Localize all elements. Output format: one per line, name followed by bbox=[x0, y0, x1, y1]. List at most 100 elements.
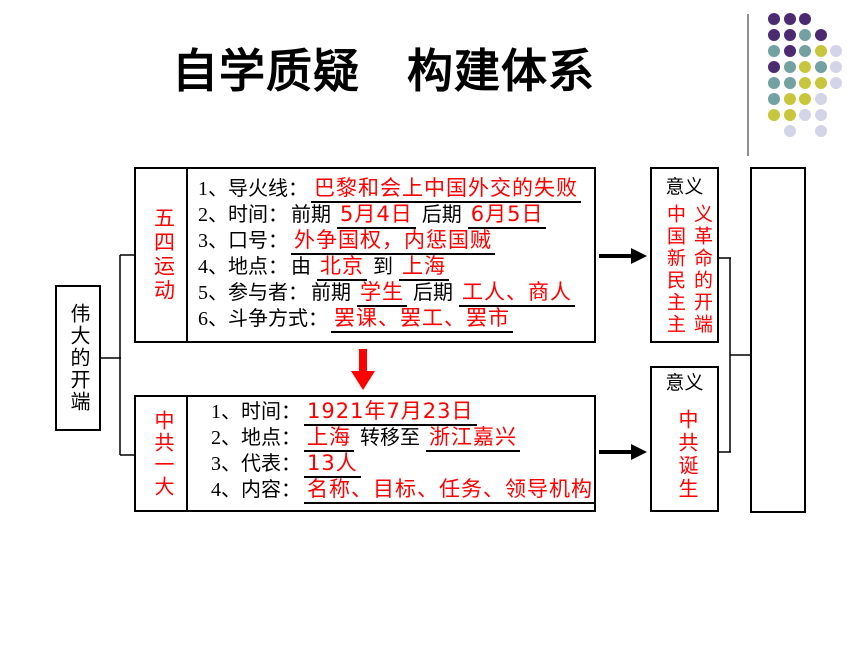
decor-dot bbox=[814, 61, 827, 73]
decor-dot bbox=[768, 45, 780, 57]
down-arrow bbox=[351, 349, 375, 390]
line-label: 1、时间： bbox=[211, 401, 301, 423]
significance-text: 中国新民主主义革命的开端 bbox=[664, 204, 713, 336]
line-answer: 名称、目标、任务、领导机构 bbox=[304, 477, 596, 504]
right-arrow-bottom-head bbox=[631, 444, 647, 460]
decor-dot bbox=[814, 93, 827, 105]
line-answer: 罢课、罢工、罢市 bbox=[331, 306, 513, 333]
line-label: 2、时间： bbox=[198, 204, 288, 226]
decor-dot bbox=[799, 93, 811, 105]
decor-dot bbox=[768, 13, 780, 25]
decor-dot bbox=[799, 61, 811, 73]
detail-line: 3、代表：13人 bbox=[211, 451, 599, 478]
line-answer: 浙江嘉兴 bbox=[426, 425, 520, 452]
significance-heading: 意义 bbox=[665, 177, 704, 198]
decor-dot bbox=[768, 93, 780, 105]
root-node-label: 伟大的开端 bbox=[67, 303, 89, 413]
decor-dot bbox=[814, 77, 827, 89]
decor-dot bbox=[783, 93, 796, 105]
decor-dot bbox=[814, 29, 827, 41]
decor-dot bbox=[830, 45, 842, 57]
decor-dot bbox=[799, 45, 811, 57]
detail-line: 5、参与者：前期学生后期工人、商人 bbox=[198, 280, 584, 307]
line-answer: 5月4日 bbox=[337, 202, 416, 229]
decor-dot bbox=[830, 61, 842, 73]
line-answer: 上海 bbox=[304, 425, 354, 452]
decor-dot bbox=[783, 77, 796, 89]
decor-dot bbox=[768, 61, 780, 73]
first-congress-details: 1、时间：1921年7月23日 2、地点：上海转移至浙江嘉兴 3、代表：13人 … bbox=[211, 399, 599, 504]
slide-title: 自学质疑 构建体系 bbox=[172, 44, 595, 98]
line-text: 由 bbox=[291, 256, 311, 278]
right-arrow-top bbox=[599, 248, 647, 264]
line-label: 4、地点： bbox=[198, 256, 288, 278]
line-label: 5、参与者： bbox=[198, 282, 308, 304]
detail-line: 2、地点：上海转移至浙江嘉兴 bbox=[211, 425, 599, 452]
may-fourth-label: 五四运动 bbox=[151, 207, 176, 303]
line-answer: 学生 bbox=[357, 280, 407, 307]
detail-line: 6、斗争方式：罢课、罢工、罢市 bbox=[198, 306, 584, 333]
line-answer: 工人、商人 bbox=[459, 280, 575, 307]
decor-dot bbox=[814, 125, 827, 137]
line-label: 4、内容： bbox=[211, 479, 301, 501]
line-answer: 13人 bbox=[304, 451, 361, 478]
line-label: 1、导火线： bbox=[198, 178, 308, 200]
decor-dot bbox=[783, 45, 796, 57]
first-congress-box: 中共一大 1、时间：1921年7月23日 2、地点：上海转移至浙江嘉兴 3、代表… bbox=[134, 395, 596, 512]
decor-dot bbox=[799, 29, 811, 41]
right-arrow-bottom bbox=[599, 444, 647, 460]
may-fourth-side: 五四运动 bbox=[136, 169, 188, 341]
root-node-box: 伟大的开端 bbox=[55, 285, 101, 431]
line-answer: 北京 bbox=[317, 254, 367, 281]
line-label: 6、斗争方式： bbox=[198, 308, 328, 330]
right-arrow-bottom-shaft bbox=[599, 450, 633, 454]
significance-text: 中共诞生 bbox=[675, 409, 699, 501]
detail-line: 1、时间：1921年7月23日 bbox=[211, 399, 599, 426]
line-answer: 上海 bbox=[399, 254, 449, 281]
line-answer: 1921年7月23日 bbox=[304, 399, 477, 426]
significance-heading: 意义 bbox=[665, 373, 704, 394]
line-answer: 巴黎和会上中国外交的失败 bbox=[311, 176, 581, 203]
decor-dot bbox=[799, 109, 811, 121]
line-text: 前期 bbox=[291, 204, 331, 226]
detail-line: 1、导火线：巴黎和会上中国外交的失败 bbox=[198, 176, 584, 203]
decor-dot bbox=[814, 45, 827, 57]
line-answer: 6月5日 bbox=[467, 202, 547, 229]
down-arrow-head bbox=[351, 371, 375, 390]
decor-dot bbox=[799, 77, 811, 89]
decor-dot bbox=[783, 61, 796, 73]
decor-dot bbox=[783, 13, 796, 25]
line-label: 3、口号： bbox=[198, 230, 288, 252]
line-text: 到 bbox=[373, 256, 393, 278]
may-fourth-significance-box: 意义 中国新民主主义革命的开端 bbox=[650, 167, 719, 343]
line-answer: 外争国权，内惩国贼 bbox=[291, 228, 495, 255]
detail-line: 4、内容：名称、目标、任务、领导机构 bbox=[211, 477, 599, 504]
line-text: 后期 bbox=[421, 204, 462, 226]
decor-dot bbox=[783, 125, 796, 137]
decor-dot bbox=[768, 29, 780, 41]
line-text: 前期 bbox=[311, 282, 351, 304]
first-congress-label: 中共一大 bbox=[151, 409, 175, 498]
detail-line: 4、地点：由北京到上海 bbox=[198, 254, 584, 281]
down-arrow-shaft bbox=[359, 349, 367, 372]
decor-dot bbox=[768, 109, 780, 121]
decor-dot bbox=[783, 29, 796, 41]
summary-box bbox=[750, 167, 806, 513]
decor-dot bbox=[783, 109, 796, 121]
decor-dot bbox=[830, 77, 842, 89]
right-arrow-top-head bbox=[631, 248, 647, 264]
detail-line: 3、口号：外争国权，内惩国贼 bbox=[198, 228, 584, 255]
line-text: 转移至 bbox=[360, 427, 420, 449]
right-arrow-top-shaft bbox=[599, 254, 633, 258]
line-label: 3、代表： bbox=[211, 453, 301, 475]
first-congress-side: 中共一大 bbox=[136, 397, 188, 510]
decor-dot bbox=[768, 77, 780, 89]
line-text: 后期 bbox=[413, 282, 453, 304]
decor-dot bbox=[814, 109, 827, 121]
line-label: 2、地点： bbox=[211, 427, 301, 449]
first-congress-significance-box: 意义 中共诞生 bbox=[650, 366, 719, 512]
